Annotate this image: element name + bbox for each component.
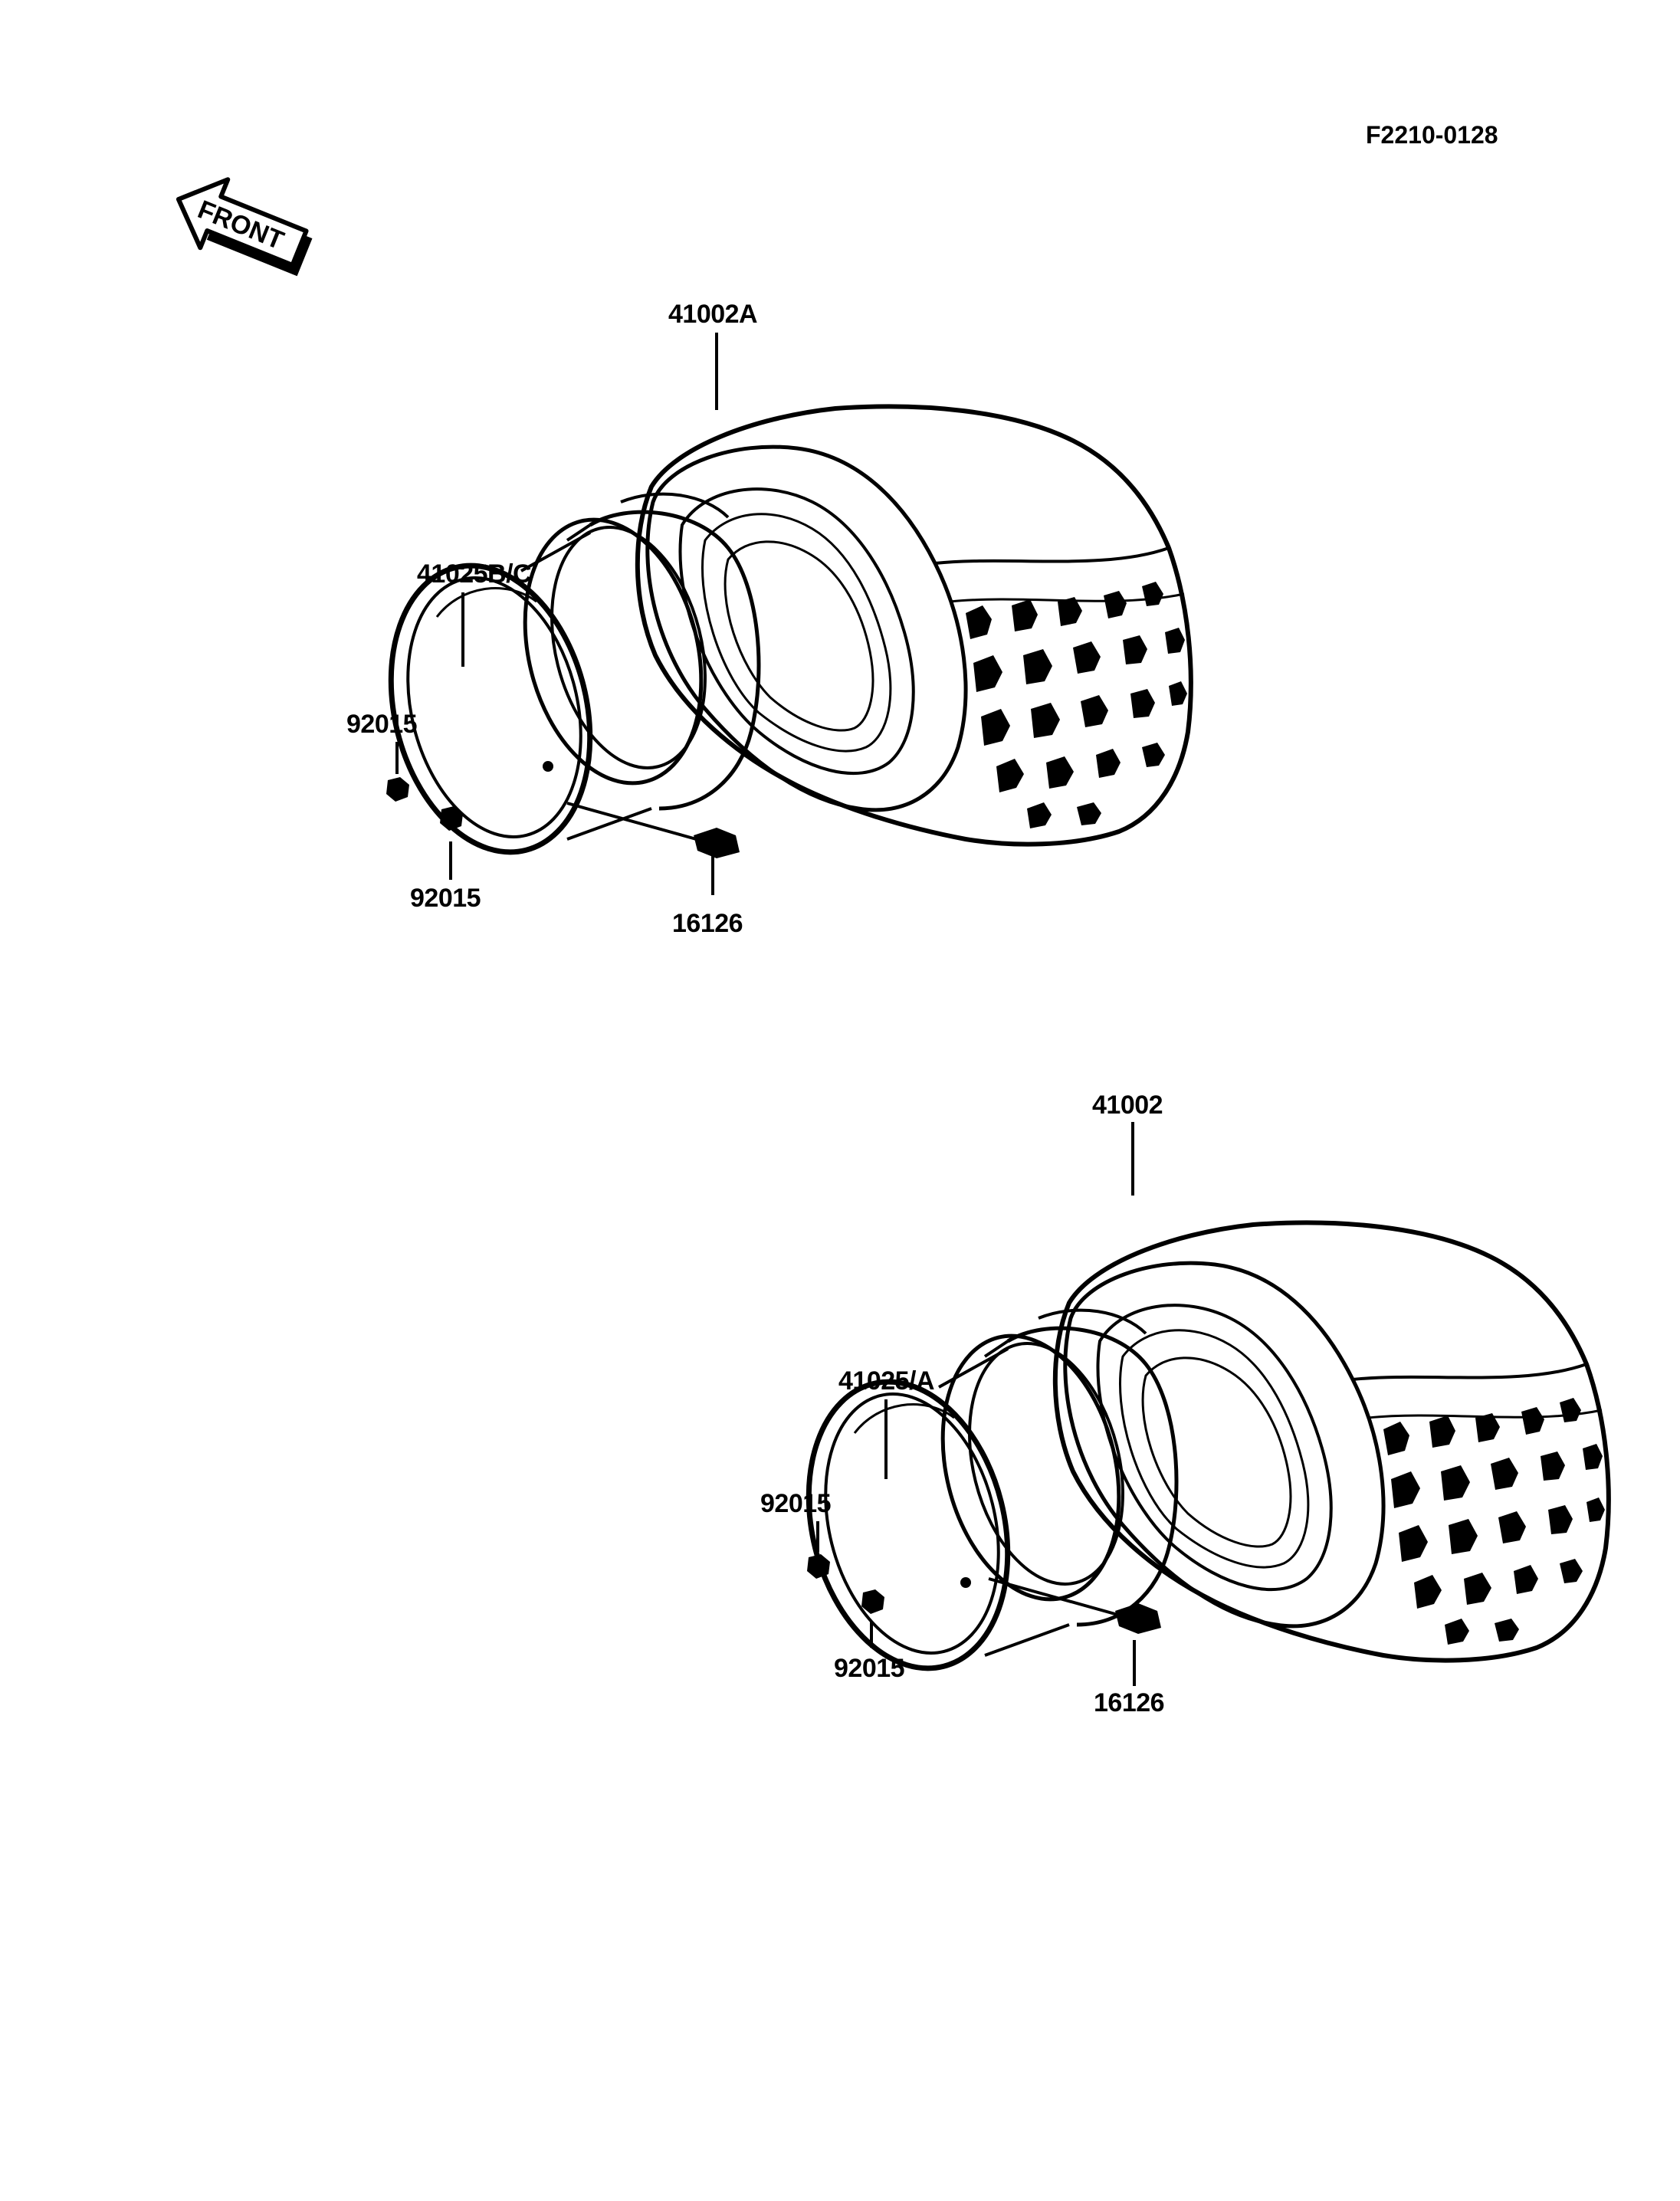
- upper-wheel-part-number: 41025B/C: [417, 559, 532, 589]
- upper-nut-left-part-number: 92015: [346, 710, 418, 739]
- upper-valve-part-number: 16126: [672, 909, 743, 938]
- nut-icon: [807, 1554, 884, 1614]
- lower-wheel-assembly: [780, 1122, 1609, 1690]
- front-arrow-icon: FRONT: [176, 177, 313, 277]
- lower-nut-bottom-part-number: 92015: [834, 1654, 905, 1683]
- lower-valve-part-number: 16126: [1094, 1688, 1165, 1717]
- lower-tire-part-number: 41002: [1092, 1091, 1163, 1120]
- lower-wheel-part-number: 41025/A: [838, 1366, 935, 1396]
- valve-icon: [1115, 1603, 1161, 1634]
- valve-icon: [694, 828, 740, 858]
- upper-nut-bottom-part-number: 92015: [410, 884, 481, 913]
- upper-wheel-assembly: [363, 333, 1191, 895]
- upper-tire-part-number: 41002A: [668, 300, 758, 329]
- lower-nut-left-part-number: 92015: [760, 1489, 832, 1518]
- nut-icon: [386, 777, 463, 831]
- diagram-code: F2210-0128: [1366, 121, 1498, 149]
